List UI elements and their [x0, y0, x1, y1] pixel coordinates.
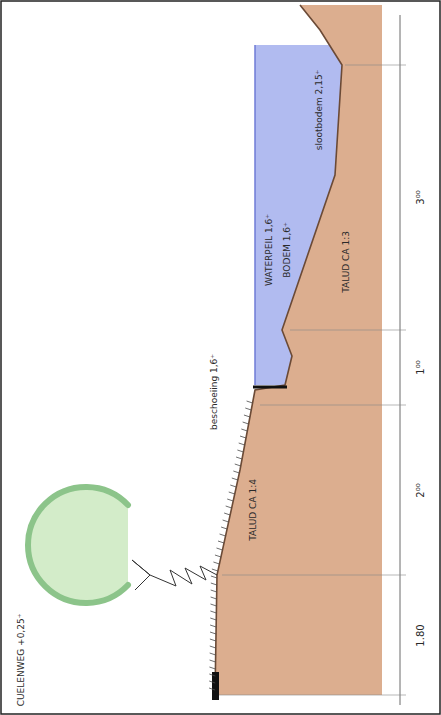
dimension-text: 1.80: [414, 624, 425, 646]
grass-tick: [230, 485, 236, 487]
grass-tick: [210, 604, 216, 606]
grass-tick: [229, 492, 235, 494]
grass-tick: [243, 422, 249, 424]
grass-tick: [210, 646, 216, 648]
grass-tick: [209, 681, 215, 683]
grass-tick: [211, 576, 217, 578]
dimension-text: 1⁰⁰: [414, 360, 425, 374]
grass-tick: [210, 618, 216, 620]
grass-tick: [210, 632, 216, 634]
grass-tick: [210, 653, 216, 655]
grass-tick: [211, 590, 217, 592]
water-fill: [255, 45, 342, 385]
dimension-line: [400, 15, 401, 705]
slope-label: TALUD CA 1:3: [342, 231, 352, 293]
street-label: CUELENWEG +0,25⁺: [17, 614, 27, 707]
slope-label: TALUD CA 1:4: [249, 479, 259, 541]
grass-tick: [233, 471, 239, 473]
grass-tick: [226, 506, 232, 508]
grass-tick: [209, 667, 215, 669]
piling-label: beschoeiing 1,6⁺: [210, 354, 220, 430]
grass-tick: [244, 415, 250, 417]
grass-tick: [210, 639, 216, 641]
grass-tick: [216, 548, 222, 550]
grass-tick: [210, 660, 216, 662]
grass-tick: [245, 408, 251, 410]
dimension-extension-lines: [219, 65, 406, 695]
grass-tick: [211, 583, 217, 585]
grass-tick: [240, 436, 246, 438]
grass-tick: [232, 478, 238, 480]
grass-tick: [223, 520, 229, 522]
grass-tick: [212, 569, 218, 571]
grass-tick: [209, 688, 215, 690]
tree-canopy: [28, 487, 128, 603]
grass-tick: [218, 541, 224, 543]
grass-tick: [211, 597, 217, 599]
bottom-label: BODEM 1,6⁺: [283, 222, 293, 277]
tree-trunk: [132, 560, 217, 590]
dimension-text: 2⁰⁰: [414, 483, 425, 497]
grass-tick: [247, 401, 253, 403]
grass-tick: [237, 450, 243, 452]
ditch-bottom-label: slootbodem 2,15⁺: [315, 70, 325, 151]
grass-tick: [241, 429, 247, 431]
grass-tick: [213, 562, 219, 564]
grass-tick: [236, 457, 242, 459]
water-level-label: WATERPEIL 1,6⁺: [265, 214, 275, 286]
sheet-piling: [253, 386, 287, 389]
grass-tick: [209, 674, 215, 676]
soil-fill: [215, 5, 382, 695]
grass-tick: [235, 464, 241, 466]
grass-tick: [227, 499, 233, 501]
grass-tick: [220, 534, 226, 536]
grass-tick: [239, 443, 245, 445]
dimension-text: 3⁰⁰: [414, 190, 425, 204]
grass-tick: [215, 555, 221, 557]
ground-line: [215, 5, 342, 695]
grass-tick: [210, 611, 216, 613]
water-level-line: [254, 45, 256, 385]
grass-tick: [224, 513, 230, 515]
grass-tick: [221, 527, 227, 529]
cycle-path-edge: [212, 672, 219, 700]
grass-tick: [210, 625, 216, 627]
grass-hatch: [209, 401, 252, 690]
